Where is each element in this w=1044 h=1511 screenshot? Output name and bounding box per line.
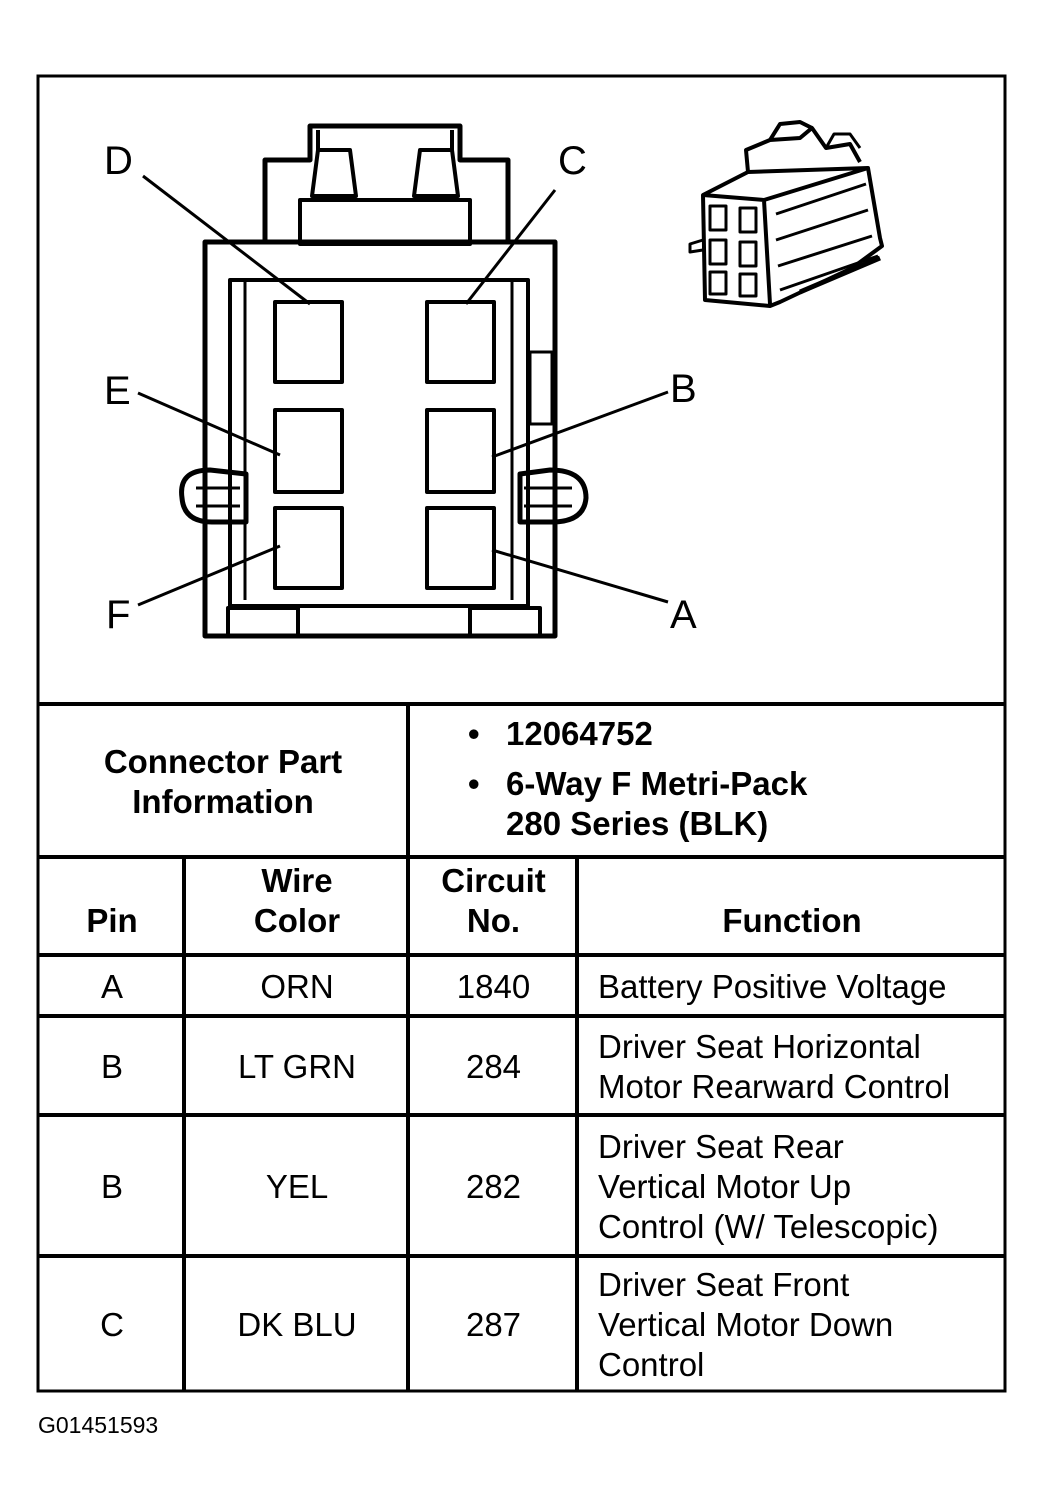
cavity-c (425, 300, 496, 384)
connector-part-info-item: • 6-Way F Metri-Pack 280 Series (BLK) (468, 764, 988, 844)
pin-label-f: F (106, 593, 130, 637)
table-cell-function: Driver Seat Rear Vertical Motor Up Contr… (598, 1127, 939, 1245)
cavity-f (273, 506, 344, 590)
connector-part-info-list: • 12064752 • 6-Way F Metri-Pack 280 Seri… (468, 714, 988, 854)
column-header-function: Function (722, 902, 862, 939)
cavity-b (425, 408, 496, 494)
table-cell-function: Battery Positive Voltage (598, 967, 947, 1005)
table-cell-circuit-no: 287 (465, 1305, 522, 1343)
outer-frame (36, 74, 1007, 1393)
table-cell-wire-color: ORN (260, 967, 334, 1005)
pin-label-a: A (670, 593, 697, 637)
figure-id: G01451593 (38, 1412, 159, 1438)
table-cell-wire-color: DK BLU (237, 1305, 357, 1343)
column-header-wire-color: Wire Color (253, 862, 341, 939)
leader-lines (137, 174, 669, 607)
connector-isometric-view (688, 120, 884, 308)
connector-description: 6-Way F Metri-Pack 280 Series (BLK) (506, 765, 808, 842)
table-cell-pin: A (100, 967, 123, 1005)
table-cell-circuit-no: 1840 (456, 967, 531, 1005)
bullet-icon: • (468, 715, 480, 752)
table-cell-pin: B (100, 1047, 123, 1085)
table-cell-pin: C (100, 1305, 124, 1343)
table-cell-circuit-no: 282 (465, 1167, 522, 1205)
column-header-circuit-no: Circuit No. (441, 862, 546, 939)
pin-label-b: B (670, 367, 697, 411)
cavity-e (273, 408, 344, 494)
pin-label-e: E (104, 369, 131, 413)
column-header-pin: Pin (86, 902, 138, 939)
pin-label-d: D (104, 139, 133, 183)
connector-part-info-item: • 12064752 (468, 714, 988, 754)
table-cell-circuit-no: 284 (465, 1047, 522, 1085)
bullet-icon: • (468, 765, 480, 802)
table-cell-pin: B (100, 1167, 123, 1205)
part-number: 12064752 (506, 715, 653, 752)
table-cell-function: Driver Seat Front Vertical Motor Down Co… (598, 1265, 894, 1383)
table-cell-function: Driver Seat Horizontal Motor Rearward Co… (598, 1027, 951, 1105)
connector-part-info-label: Connector Part Information (103, 742, 343, 820)
cavity-a (425, 506, 496, 590)
cavity-d (273, 300, 344, 384)
table-grid (38, 702, 1005, 1391)
table-cell-wire-color: LT GRN (238, 1047, 356, 1085)
pin-label-c: C (558, 139, 587, 183)
table-cell-wire-color: YEL (265, 1167, 329, 1205)
